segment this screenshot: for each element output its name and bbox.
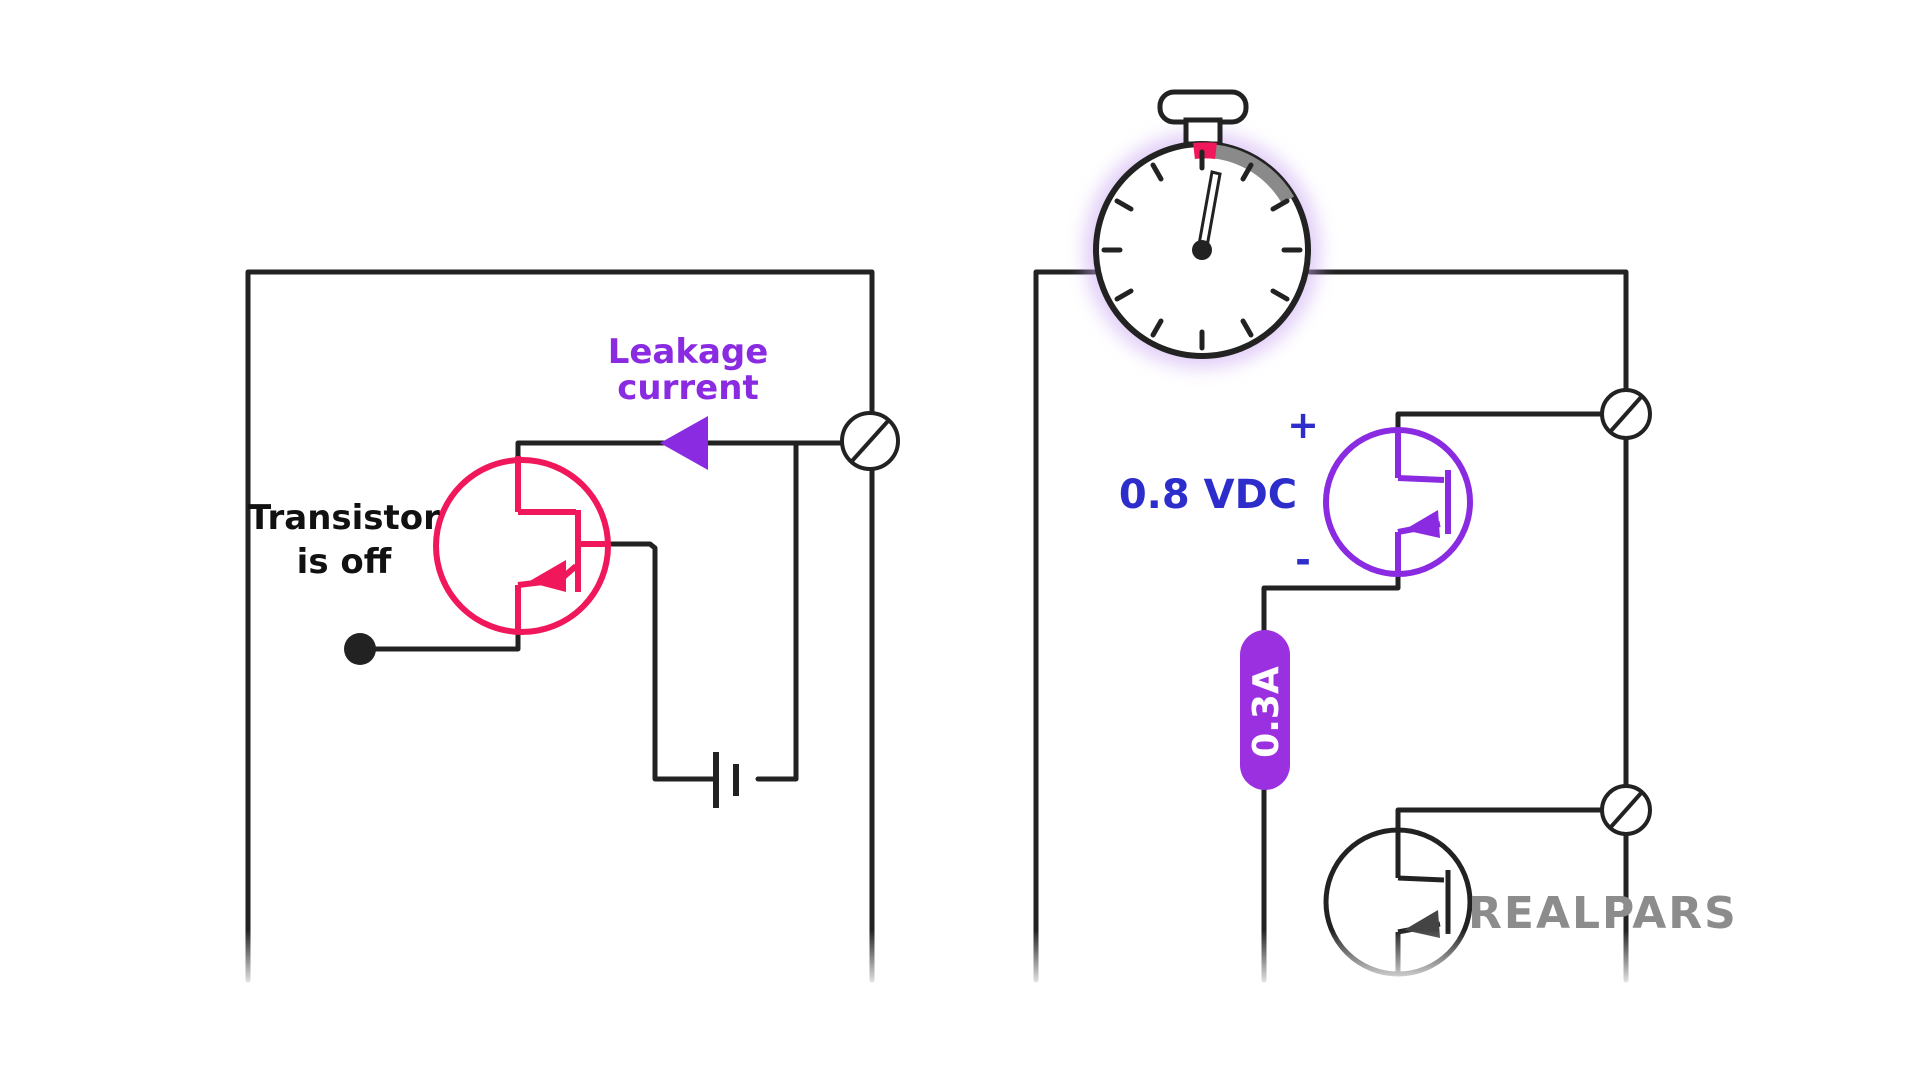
off-transistor <box>433 456 611 635</box>
fuse: 0.3A <box>1240 630 1290 790</box>
battery-return-wire <box>755 440 799 782</box>
terminal-x-icon <box>1600 784 1652 836</box>
left-circuit: Leakage current Transistor is off <box>245 269 900 983</box>
right-circuit: 0.3A + 0.8 VDC - <box>1033 89 1736 983</box>
voltage-label: 0.8 VDC <box>1119 472 1297 518</box>
leakage-label-line2: current <box>617 368 758 408</box>
stopwatch-icon <box>1084 89 1320 368</box>
leakage-label-line1: Leakage <box>608 332 769 372</box>
leakage-current-arrow <box>660 416 708 470</box>
right-frame-left-wire <box>1033 269 1113 983</box>
on-transistor <box>1323 427 1473 577</box>
terminal-x-icon <box>840 411 900 471</box>
left-frame-wire <box>245 269 875 983</box>
fuse-label: 0.3A <box>1246 666 1287 758</box>
input-dot <box>344 633 376 665</box>
plus-sign: + <box>1287 403 1319 447</box>
base-wire <box>607 541 717 782</box>
minus-sign: - <box>1295 538 1311 582</box>
transistor-off-label-line2: is off <box>297 542 392 582</box>
bottom-fade <box>0 930 1920 990</box>
right-frame-right-wire <box>1307 269 1629 983</box>
terminal-x-icon <box>1600 388 1652 440</box>
transistor-off-label-line1: Transistor <box>248 498 440 538</box>
